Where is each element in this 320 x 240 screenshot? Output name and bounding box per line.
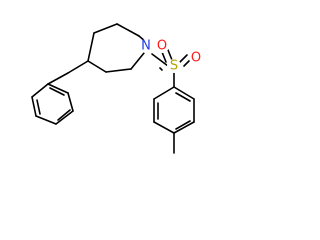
bond xyxy=(87,60,107,73)
piperidine-ring xyxy=(67,23,147,74)
bond xyxy=(47,83,69,94)
bond xyxy=(87,32,95,62)
bond xyxy=(36,99,41,115)
atom-label-o: O xyxy=(191,51,201,66)
atom-label-n: N xyxy=(141,39,151,54)
bond xyxy=(179,54,188,63)
atom-oxygen-left: O xyxy=(155,39,169,54)
atom-label-s: S xyxy=(170,59,178,74)
bond xyxy=(175,92,191,102)
bond xyxy=(31,96,37,117)
bond xyxy=(49,87,65,96)
bond xyxy=(175,120,191,130)
atom-sulfur: S xyxy=(167,59,181,74)
atom-oxygen-right: O xyxy=(189,51,203,66)
benzene-ring xyxy=(31,72,74,125)
bond xyxy=(105,68,132,73)
atom-label-o: O xyxy=(157,39,167,54)
bond xyxy=(161,51,167,63)
bond xyxy=(159,67,163,71)
bond xyxy=(167,49,173,61)
bond xyxy=(153,121,175,134)
bond xyxy=(55,110,74,125)
bond xyxy=(173,121,195,134)
bond xyxy=(153,86,175,100)
bond xyxy=(31,83,49,98)
bond xyxy=(130,52,145,70)
structure-diagram: N S O O xyxy=(31,23,203,154)
bond xyxy=(116,23,140,37)
bond xyxy=(151,53,169,67)
bond xyxy=(93,23,118,34)
bond xyxy=(57,109,71,121)
bond xyxy=(67,92,74,112)
tosyl-group xyxy=(151,49,195,154)
bond xyxy=(173,86,195,100)
atom-nitrogen: N xyxy=(139,39,153,54)
bond xyxy=(35,115,57,125)
bond xyxy=(47,72,69,85)
bond xyxy=(67,60,89,74)
